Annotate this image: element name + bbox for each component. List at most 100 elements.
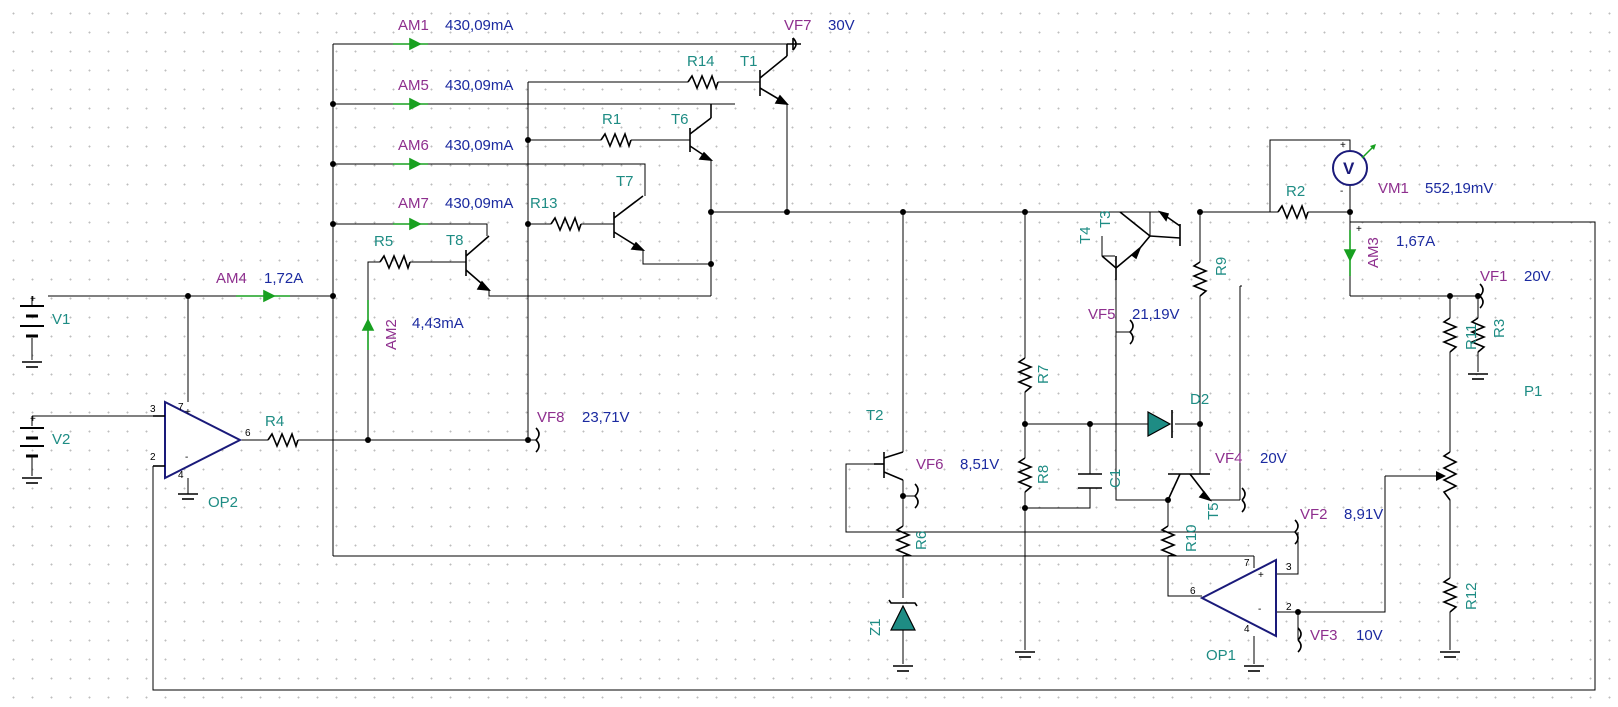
label-v1: V1 (52, 311, 70, 328)
resistor-r9 (1191, 261, 1209, 297)
label-r10: R10 (1183, 524, 1200, 552)
op1-pin-6: 6 (1190, 586, 1196, 597)
resistor-r6 (894, 525, 912, 557)
label-p1: P1 (1524, 383, 1542, 400)
opamp-op1 (1199, 558, 1277, 638)
label-r5: R5 (374, 233, 393, 250)
transistor-t6 (689, 104, 714, 161)
label-r14: R14 (687, 53, 715, 70)
vf7-value: 30V (828, 17, 855, 34)
op2-pin-7: 7 (178, 402, 184, 413)
ammeter-am3[interactable] (1343, 230, 1357, 276)
label-r6: R6 (913, 531, 930, 550)
op1-pin-2: 2 (1286, 602, 1292, 613)
label-r1: R1 (602, 111, 621, 128)
capacitor-c1 (1078, 473, 1102, 489)
am7-value: 430,09mA (445, 195, 513, 212)
svg-text:-: - (1340, 186, 1343, 197)
vf2-value: 8,91V (1344, 506, 1383, 523)
ammeter-am5[interactable] (393, 97, 428, 111)
vf4-label: VF4 (1215, 450, 1243, 467)
vf3-label: VF3 (1310, 627, 1338, 644)
transistor-t3 (1119, 210, 1181, 246)
resistor-r7 (1016, 357, 1034, 393)
battery-v1 (20, 305, 44, 338)
label-r3: R3 (1491, 319, 1508, 338)
am1-value: 430,09mA (445, 17, 513, 34)
label-op2: OP2 (208, 494, 238, 511)
label-t3: T3 (1097, 210, 1114, 228)
vm1-symbol: V (1343, 159, 1355, 178)
zener-z1 (888, 599, 918, 631)
vf5-label: VF5 (1088, 306, 1116, 323)
resistor-r10 (1159, 525, 1177, 557)
transistor-t8 (465, 235, 491, 291)
vm1-value: 552,19mV (1425, 180, 1493, 197)
pin-marks: + + + - + - + - + (30, 140, 1362, 615)
diode-d2 (1147, 410, 1173, 438)
op2-pin-4: 4 (178, 470, 184, 481)
label-r13: R13 (530, 195, 558, 212)
label-t4: T4 (1077, 226, 1094, 244)
am5-label: AM5 (398, 77, 429, 94)
am6-label: AM6 (398, 137, 429, 154)
ammeter-am1[interactable] (393, 37, 428, 51)
label-r12: R12 (1463, 582, 1480, 610)
label-r8: R8 (1035, 465, 1052, 484)
ammeter-am4[interactable] (236, 289, 290, 303)
resistor-r1 (600, 131, 632, 149)
wiper-arrow (1436, 471, 1446, 481)
label-r9: R9 (1213, 257, 1230, 276)
resistor-r2 (1277, 203, 1309, 221)
resistor-r11 (1441, 317, 1459, 353)
am7-label: AM7 (398, 195, 429, 212)
vf5-value: 21,19V (1132, 306, 1180, 323)
am2-label: AM2 (383, 319, 400, 350)
transistor-t2 (874, 451, 904, 481)
svg-text:+: + (1356, 224, 1362, 235)
label-t1: T1 (740, 53, 758, 70)
label-r4: R4 (265, 413, 284, 430)
ammeter-am7[interactable] (393, 217, 428, 231)
label-r11: R11 (1463, 324, 1480, 350)
am4-label: AM4 (216, 270, 247, 287)
vf3-value: 10V (1356, 627, 1383, 644)
label-z1: Z1 (867, 618, 884, 636)
am6-value: 430,09mA (445, 137, 513, 154)
op2-pin-3: 3 (150, 404, 156, 415)
vf8-value: 23,71V (582, 409, 630, 426)
vf1-label: VF1 (1480, 268, 1508, 285)
label-t2: T2 (866, 407, 884, 424)
am2-value: 4,43mA (412, 315, 464, 332)
transistor-t7 (613, 195, 646, 251)
am5-value: 430,09mA (445, 77, 513, 94)
label-d2: D2 (1190, 391, 1209, 408)
wires (31, 43, 1596, 691)
vf8-label: VF8 (537, 409, 565, 426)
label-t6: T6 (671, 111, 689, 128)
resistor-r3 (1469, 317, 1487, 353)
vf6-label: VF6 (916, 456, 944, 473)
label-op1: OP1 (1206, 647, 1236, 664)
label-r2: R2 (1286, 183, 1305, 200)
vf7-label: VF7 (784, 17, 812, 34)
potentiometer-p1 (1442, 451, 1458, 501)
transistor-t1 (759, 44, 789, 105)
op2-pin-6: 6 (245, 428, 251, 439)
am3-label: AM3 (1365, 237, 1382, 268)
ammeter-am6[interactable] (393, 157, 428, 171)
resistor-r5 (379, 253, 411, 271)
op1-pin-7: 7 (1244, 558, 1250, 569)
ammeter-am2[interactable] (361, 300, 375, 350)
svg-text:-: - (1258, 604, 1261, 615)
svg-text:-: - (185, 452, 188, 463)
am4-value: 1,72A (264, 270, 303, 287)
vf4-value: 20V (1260, 450, 1287, 467)
resistor-r4 (267, 431, 299, 449)
label-t7: T7 (616, 173, 634, 190)
resistor-r8 (1016, 457, 1034, 493)
vm1-label: VM1 (1378, 180, 1409, 197)
transistor-t4 (1101, 235, 1151, 280)
resistors (267, 73, 1487, 613)
